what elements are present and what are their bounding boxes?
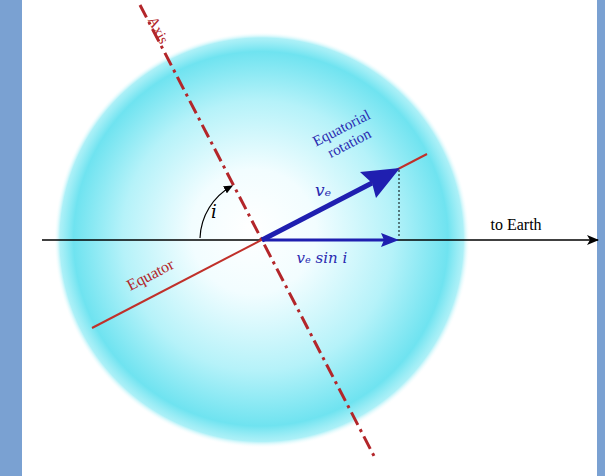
equator-line (92, 154, 427, 328)
projected-vector (262, 239, 386, 242)
velocity-symbol: vₑ (315, 181, 331, 200)
axis-line (140, 5, 374, 456)
projection-label: vₑ sin i (297, 250, 348, 267)
axis-label: Axis (144, 13, 172, 46)
direction-label: to Earth (491, 216, 542, 234)
angle-symbol: i (211, 202, 217, 222)
velocity-arrowhead (360, 168, 400, 198)
vector-label: Equatorial rotation (310, 106, 381, 164)
sightline-arrow (42, 239, 598, 241)
equator-label: Equator (123, 255, 176, 294)
projection-line (399, 170, 400, 238)
projected-arrowhead (381, 233, 399, 247)
inclination-arc (200, 186, 232, 238)
